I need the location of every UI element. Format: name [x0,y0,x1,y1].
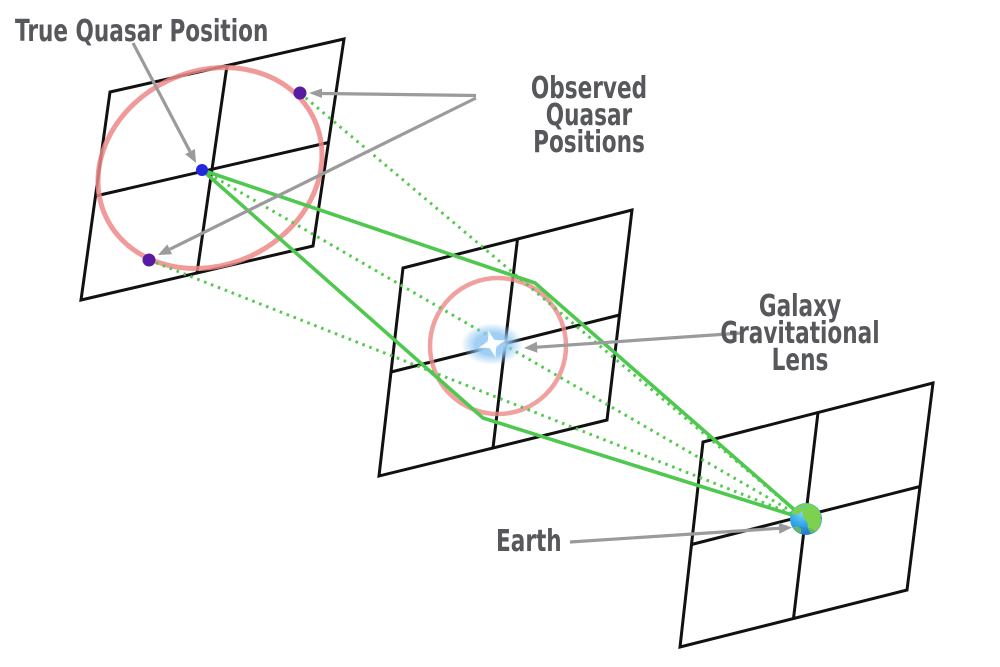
quasar-plane-cross-horizontal [95,141,329,198]
earth-land-north [799,503,809,507]
label-observed-line2: Positions [533,125,645,160]
label-true-quasar-position: True Quasar Position [15,17,268,47]
arrow-shaft-observed-top [321,91,477,98]
light-rays-solid [200,168,807,521]
arrow-head-lens [524,341,538,353]
arrow-head-observed-top [309,88,322,98]
label-observed-quasar-positions: Observed Quasar Positions [485,71,694,160]
arrow-shaft-lens [536,331,743,349]
light-ray-lower [200,168,807,521]
galaxy-star-icon [478,330,506,358]
observed-dot-top [293,86,307,100]
arrow-shaft-true-quasar [131,42,192,153]
label-true-quasar-text: True Quasar Position [15,14,269,49]
observed-quasar-dots [142,86,307,267]
arrow-head-earth [778,522,792,534]
galaxy-glow [461,323,523,365]
label-observed-line1: Observed Quasar [530,71,648,133]
observed-dot-bottom [142,253,156,267]
label-earth-text: Earth [496,524,562,559]
label-earth: Earth [496,527,562,557]
earth-land-main [802,503,822,534]
light-ray-upper [200,168,807,521]
arrow-shaft-observed-bottom [168,96,477,251]
label-lens-line2: Lens [771,343,829,378]
annotation-arrow-heads [158,88,792,534]
label-galaxy-gravitational-lens: Galaxy Gravitational Lens [696,289,905,378]
annotation-arrow-shafts [131,42,780,544]
earth-plane-border [678,380,935,649]
einstein-ring-ellipse [95,65,325,271]
arrow-head-true-quasar [185,149,196,163]
arrow-head-observed-bottom [158,244,173,255]
label-lens-line1: Galaxy Gravitational [720,289,880,351]
quasar-plane [79,37,346,302]
quasar-plane-border [79,37,346,302]
arrow-shaft-earth [569,526,780,544]
earth-shadow [790,527,816,535]
lens-plane-border [377,208,634,478]
true-quasar-dot [196,164,208,176]
